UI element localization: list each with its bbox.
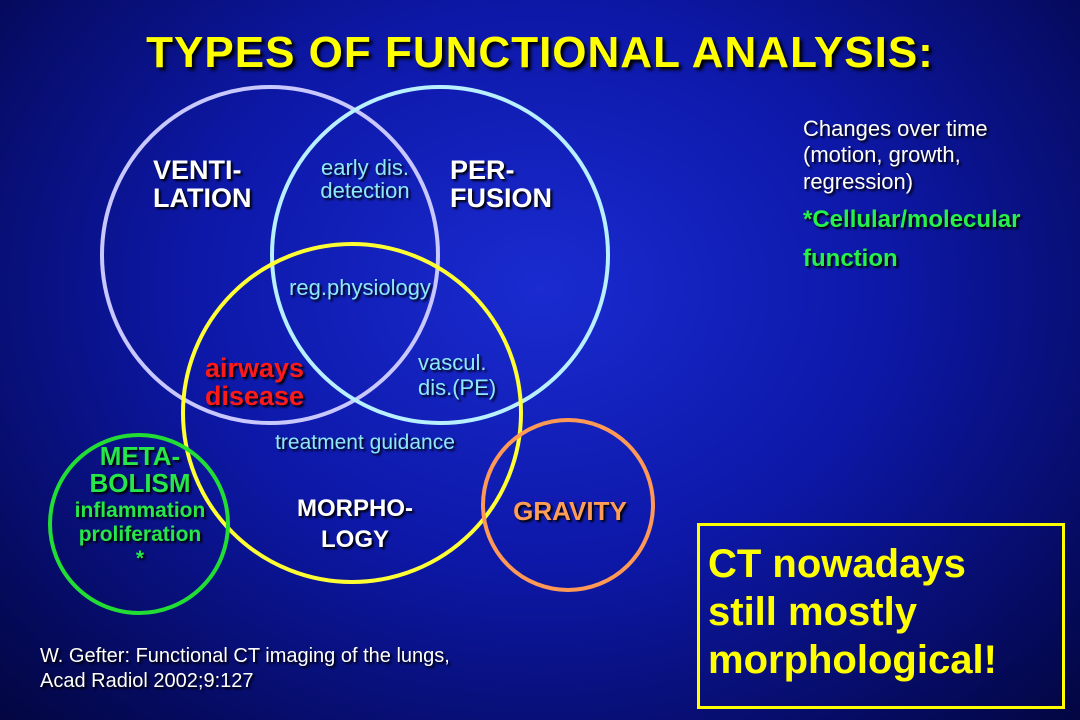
callout-line2: still mostly <box>708 590 917 634</box>
citation-line2: Acad Radiol 2002;9:127 <box>40 670 254 692</box>
notes-line2: (motion, growth, <box>803 142 961 168</box>
notes-cellular-line1: *Cellular/molecular <box>803 206 1021 234</box>
notes-panel: Changes over time (motion, growth, regre… <box>803 116 1020 278</box>
early-detection-line2: detection <box>320 178 410 204</box>
callout-line3: morphological! <box>708 638 997 682</box>
metabolism-label: META- BOLISM inflammation proliferation … <box>54 441 226 570</box>
notes-line3: regression) <box>803 168 914 194</box>
notes-cellular-line2: function <box>803 244 898 272</box>
airways-label-line1: airways <box>205 353 305 383</box>
vascular-label-line2: dis.(PE) <box>418 375 497 401</box>
morphology-label-line1: MORPHO- <box>297 495 413 522</box>
morphology-label: MORPHO- LOGY <box>280 493 430 555</box>
early-detection-label: early dis. detection <box>295 156 435 202</box>
ventilation-circle <box>100 85 440 425</box>
airways-label-line2: disease <box>205 381 305 412</box>
perfusion-label-line1: PER- <box>450 155 515 185</box>
perfusion-label: PER- FUSION <box>450 156 552 213</box>
early-detection-line1: early dis. <box>320 155 410 180</box>
vascular-disease-label: vascul. dis.(PE) <box>418 350 528 401</box>
ventilation-label: VENTI- LATION <box>153 156 251 213</box>
ventilation-label-line1: VENTI- <box>153 155 242 185</box>
metabolism-label-line3: inflammation <box>74 498 206 522</box>
slide-title: TYPES OF FUNCTIONAL ANALYSIS: <box>146 28 934 77</box>
metabolism-label-line4: proliferation <box>78 522 202 546</box>
notes-line1: Changes over time <box>803 116 988 141</box>
metabolism-circle <box>48 433 230 615</box>
treatment-guidance-label: treatment guidance <box>275 431 455 454</box>
metabolism-label-line1: META- <box>99 441 181 471</box>
callout-box: CT nowadays still mostly morphological! <box>697 523 1065 709</box>
metabolism-label-line5: * <box>135 546 145 570</box>
gravity-circle <box>481 418 655 592</box>
citation: W. Gefter: Functional CT imaging of the … <box>40 644 450 694</box>
callout-line1: CT nowadays <box>708 542 966 586</box>
perfusion-label-line2: FUSION <box>450 183 553 214</box>
citation-line1: W. Gefter: Functional CT imaging of the … <box>40 645 450 667</box>
metabolism-label-line2: BOLISM <box>89 468 191 499</box>
morphology-label-line2: LOGY <box>320 526 389 554</box>
perfusion-circle <box>270 85 610 425</box>
airways-disease-label: airways disease <box>205 354 335 411</box>
morphology-circle <box>181 242 523 584</box>
ventilation-label-line2: LATION <box>153 183 252 214</box>
gravity-label: GRAVITY <box>513 496 627 526</box>
reg-physiology-label: reg.physiology <box>289 275 431 300</box>
vascular-label-line1: vascul. <box>418 350 487 375</box>
